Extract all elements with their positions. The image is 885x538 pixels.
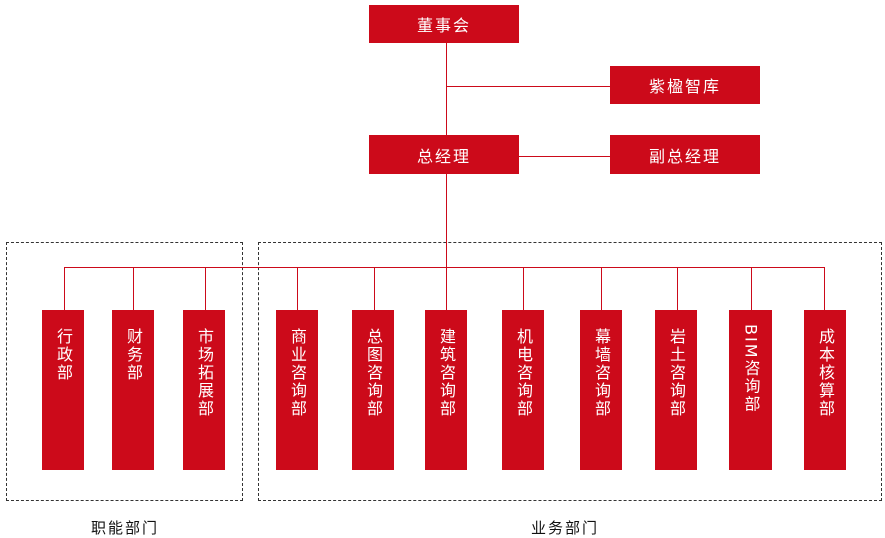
dept-label: 成本核算部 [816, 328, 835, 418]
drop-line [297, 267, 298, 310]
connector-board-gm [446, 43, 447, 135]
dept-curtain-wall-consulting: 幕墙咨询部 [580, 310, 622, 470]
dept-site-plan-consulting: 总图咨询部 [352, 310, 394, 470]
dept-label: 行政部 [54, 328, 73, 382]
business-group-frame [258, 242, 882, 501]
dept-business-consulting: 商业咨询部 [276, 310, 318, 470]
dept-mep-consulting: 机电咨询部 [502, 310, 544, 470]
dept-label: 总图咨询部 [364, 328, 383, 418]
drop-line [523, 267, 524, 310]
dept-label: 机电咨询部 [514, 328, 533, 418]
dept-label: 商业咨询部 [288, 328, 307, 418]
drop-line [446, 267, 447, 310]
dept-architecture-consulting: 建筑咨询部 [425, 310, 467, 470]
drop-line [64, 267, 65, 310]
dept-label: 幕墙咨询部 [592, 328, 611, 418]
drop-line [374, 267, 375, 310]
functional-group-label: 职能部门 [90, 519, 159, 537]
dept-label: 财务部 [124, 328, 143, 382]
drop-line [751, 267, 752, 310]
dept-market-expansion: 市场拓展部 [183, 310, 225, 470]
connector-gm-depts [446, 174, 447, 267]
drop-line [601, 267, 602, 310]
business-group-label: 业务部门 [530, 519, 599, 537]
dept-cost-accounting: 成本核算部 [804, 310, 846, 470]
board-box: 董事会 [369, 5, 519, 43]
dept-admin: 行政部 [42, 310, 84, 470]
drop-line [824, 267, 825, 310]
drop-line [133, 267, 134, 310]
connector-dept-bus [64, 267, 824, 268]
dept-bim-consulting: BIM咨询部 [729, 310, 772, 470]
think-tank-box: 紫楹智库 [610, 66, 760, 104]
drop-line [205, 267, 206, 310]
connector-think-tank [446, 86, 610, 87]
connector-deputy-gm [518, 156, 610, 157]
dept-label: 岩土咨询部 [667, 328, 686, 418]
dept-label: 建筑咨询部 [437, 328, 456, 418]
gm-box: 总经理 [369, 135, 519, 174]
dept-label: 市场拓展部 [195, 328, 214, 418]
deputy-gm-box: 副总经理 [610, 135, 760, 174]
dept-label: BIM咨询部 [741, 324, 761, 414]
drop-line [677, 267, 678, 310]
dept-geotechnical-consulting: 岩土咨询部 [655, 310, 697, 470]
dept-finance: 财务部 [112, 310, 154, 470]
functional-group-frame [6, 242, 243, 501]
